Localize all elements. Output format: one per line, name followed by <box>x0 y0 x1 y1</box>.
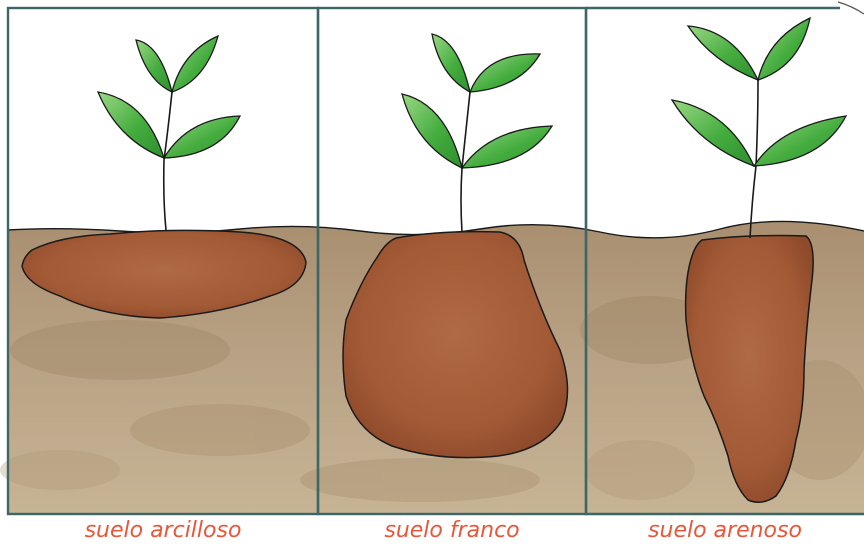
caption-loam: suelo franco <box>318 516 586 546</box>
caption-clay: suelo arcilloso <box>8 516 318 546</box>
caption-sandy: suelo arenoso <box>586 516 864 546</box>
